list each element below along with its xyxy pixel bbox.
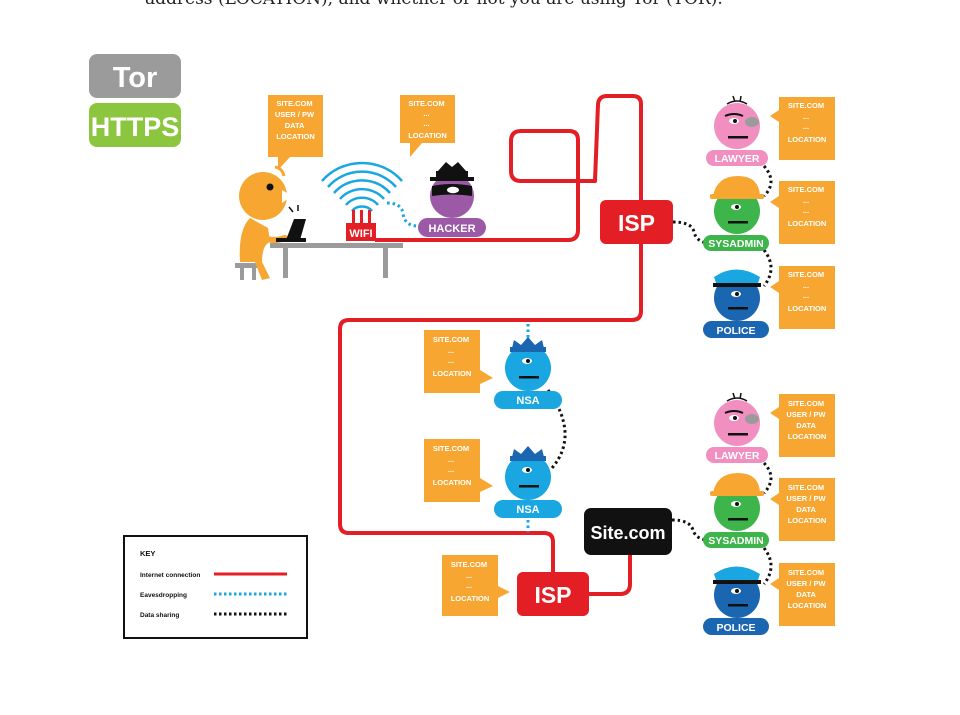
connection-isp-to-isp: [338, 244, 643, 572]
svg-text:SITE.COM ... ...: SITE.COM ... ... LOCATION: [788, 101, 827, 144]
desk: [270, 243, 403, 248]
svg-text:POLICE: POLICE: [716, 622, 755, 634]
svg-text:SITE.COM ... ...: SITE.COM ... ... LOCATION: [788, 270, 827, 313]
svg-text:SITE.COM USER / PW: SITE.COM USER / PW DATA LOCATION: [786, 483, 827, 525]
top-police-bubble: SITE.COM ... ... LOCATION: [770, 266, 835, 329]
isp-bottom-bubble: SITE.COM ... ... LOCATION: [442, 555, 510, 616]
nsa-top-bubble: SITE.COM ... ... LOCATION: [424, 330, 493, 393]
site-server: Site.com: [584, 508, 672, 555]
eavesdrop-hacker: [386, 201, 419, 228]
svg-text:POLICE: POLICE: [716, 325, 755, 337]
svg-text:LAWYER: LAWYER: [715, 153, 760, 165]
svg-text:NSA: NSA: [516, 504, 539, 516]
wifi-router: WIFI: [321, 161, 403, 241]
svg-text:SITE.COM USER / PW: SITE.COM USER / PW DATA LOCATION: [786, 399, 827, 441]
data-share-lawyer-sysadmin-top: [762, 165, 773, 198]
legend: KEY Internet connection Eavesdropping Da…: [123, 535, 308, 639]
laptop-icon: [286, 219, 306, 240]
legend-sharing-label: Data sharing: [140, 612, 179, 619]
svg-text:SITE.COM ... ...: SITE.COM ... ... LOCATION: [433, 335, 472, 378]
svg-text:SYSADMIN: SYSADMIN: [708, 238, 763, 250]
https-toggle[interactable]: HTTPS: [89, 103, 181, 147]
wifi-signal-icon: [321, 161, 403, 212]
user-head: [239, 172, 287, 220]
svg-text:SITE.COM USER / PW: SITE.COM USER / PW DATA LOCATION: [786, 568, 827, 610]
data-share-nsa-nsa: [546, 389, 567, 469]
connection-wifi-to-isp: [375, 94, 643, 242]
isp-top: ISP: [600, 200, 673, 244]
stool: [235, 263, 261, 268]
nsa-bottom-bubble: SITE.COM ... ... LOCATION: [424, 439, 493, 502]
legend-eavesdrop-label: Eavesdropping: [140, 592, 187, 599]
svg-text:SITE.COM USER / PW: SITE.COM USER / PW DATA LOCATION: [275, 99, 316, 141]
top-sysadmin-bubble: SITE.COM ... ... LOCATION: [770, 181, 835, 244]
bottom-sysadmin: SYSADMIN: [703, 473, 769, 548]
nsa-bottom: NSA: [494, 446, 562, 518]
svg-text:HACKER: HACKER: [428, 223, 475, 235]
data-share-sysadmin-police-top: [762, 249, 773, 287]
tor-toggle[interactable]: Tor: [89, 54, 181, 98]
svg-text:HTTPS: HTTPS: [91, 112, 180, 142]
svg-text:WIFI: WIFI: [349, 228, 372, 240]
intro-text: address (LOCATION), and whether or not y…: [145, 0, 723, 9]
data-share-sysadmin-police-bottom: [762, 547, 773, 585]
nsa-top: NSA: [494, 337, 562, 409]
svg-text:Site.com: Site.com: [590, 523, 665, 543]
hacker-data-bubble: SITE.COM ... ... LOCATION: [400, 95, 455, 157]
user-data-bubble: SITE.COM USER / PW DATA LOCATION: [268, 95, 323, 170]
svg-text:SITE.COM ... ...: SITE.COM ... ... LOCATION: [451, 560, 490, 603]
isp-bottom: ISP: [517, 572, 589, 616]
bottom-lawyer-bubble: SITE.COM USER / PW DATA LOCATION: [770, 394, 835, 457]
bottom-police-bubble: SITE.COM USER / PW DATA LOCATION: [770, 563, 835, 626]
legend-internet-label: Internet connection: [140, 572, 200, 579]
user-figure: [235, 165, 403, 280]
svg-text:LAWYER: LAWYER: [715, 450, 760, 462]
bottom-police: POLICE: [703, 566, 769, 635]
svg-text:SITE.COM ... ...: SITE.COM ... ... LOCATION: [788, 185, 827, 228]
hacker-figure: HACKER: [418, 162, 486, 237]
data-share-site-sysadmin: [671, 518, 711, 542]
svg-text:Tor: Tor: [113, 62, 158, 94]
legend-title: KEY: [140, 549, 155, 558]
top-lawyer-bubble: SITE.COM ... ... LOCATION: [770, 97, 835, 160]
top-police: POLICE: [703, 269, 769, 338]
svg-text:ISP: ISP: [618, 210, 655, 236]
connection-isp-to-site: [588, 555, 632, 596]
svg-text:SITE.COM ... ...: SITE.COM ... ... LOCATION: [408, 99, 447, 140]
svg-text:ISP: ISP: [534, 582, 571, 608]
top-sysadmin: SYSADMIN: [703, 176, 769, 251]
bottom-sysadmin-bubble: SITE.COM USER / PW DATA LOCATION: [770, 478, 835, 541]
data-share-lawyer-sysadmin-bottom: [762, 461, 773, 495]
svg-text:SITE.COM ... ...: SITE.COM ... ... LOCATION: [433, 444, 472, 487]
svg-text:SYSADMIN: SYSADMIN: [708, 535, 763, 547]
top-lawyer: LAWYER: [706, 95, 768, 166]
svg-text:NSA: NSA: [516, 395, 539, 407]
bottom-lawyer: LAWYER: [706, 392, 768, 463]
